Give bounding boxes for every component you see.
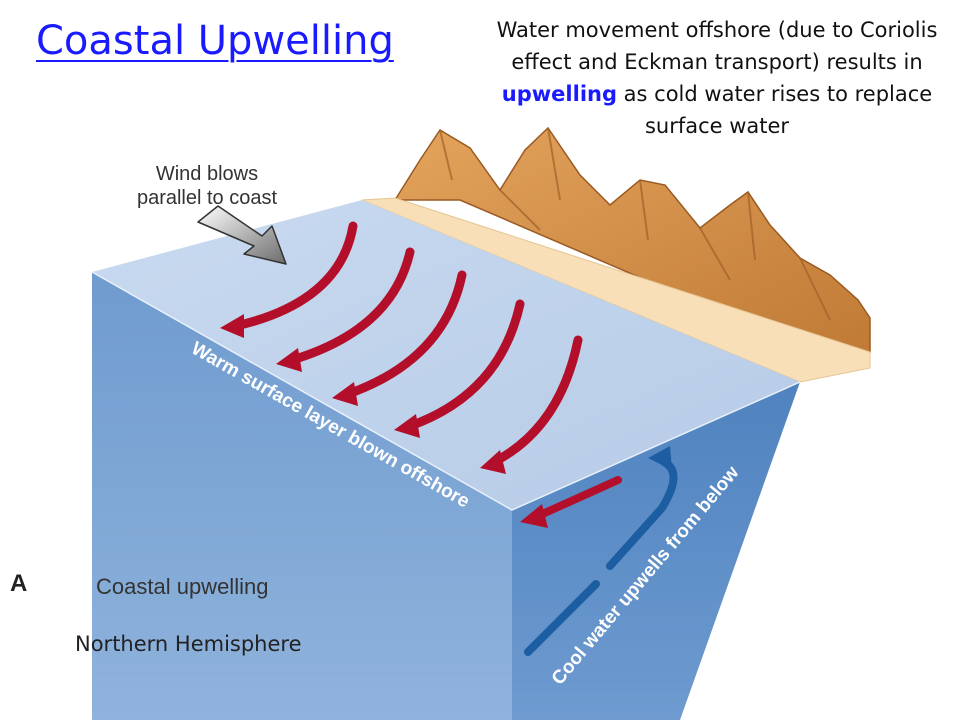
surface-arrow-head-4 xyxy=(394,414,420,438)
wind-label-line2: parallel to coast xyxy=(136,187,278,209)
wind-label: Wind blows parallel to coast xyxy=(122,162,292,210)
surface-arrow-head-3 xyxy=(332,382,358,406)
ocean-top-surface xyxy=(92,200,800,510)
beach-strip xyxy=(361,197,871,383)
upwelling-arrow xyxy=(524,446,678,656)
surface-arrow-5 xyxy=(489,335,583,467)
surface-current-arrows xyxy=(220,221,622,528)
upwelling-description: Water movement offshore (due to Coriolis… xyxy=(482,14,952,142)
coastal-mountains xyxy=(393,126,871,356)
surface-arrow-1 xyxy=(231,221,358,331)
surface-arrow-3 xyxy=(343,270,467,399)
hemisphere-label: Northern Hemisphere xyxy=(75,632,302,656)
offshore-arrow xyxy=(534,476,622,520)
description-text-after: as cold water rises to replace surface w… xyxy=(617,82,933,138)
ocean-edge-line xyxy=(91,271,801,511)
wind-arrow xyxy=(197,205,287,265)
panel-letter: A xyxy=(10,570,28,597)
surface-arrow-head-1 xyxy=(220,314,244,338)
surface-arrow-4 xyxy=(405,299,525,431)
offshore-arrow-head xyxy=(520,504,548,528)
page-title[interactable]: Coastal Upwelling xyxy=(36,18,394,64)
mountain-ridge-lines xyxy=(439,127,831,321)
surface-arrow-head-5 xyxy=(480,450,506,474)
upwelling-arrow-head xyxy=(648,446,672,470)
wind-label-line1: Wind blows xyxy=(155,163,259,185)
panel-caption: Coastal upwelling xyxy=(96,574,269,599)
ocean-block xyxy=(91,200,801,720)
description-text-before: Water movement offshore (due to Coriolis… xyxy=(496,18,938,74)
ocean-front-face xyxy=(92,272,512,720)
surface-arrow-2 xyxy=(287,247,415,365)
surface-arrow-head-2 xyxy=(276,348,302,372)
ocean-side-face xyxy=(512,382,800,720)
description-highlight: upwelling xyxy=(501,82,617,106)
upwelling-arrow-lower xyxy=(524,580,600,656)
